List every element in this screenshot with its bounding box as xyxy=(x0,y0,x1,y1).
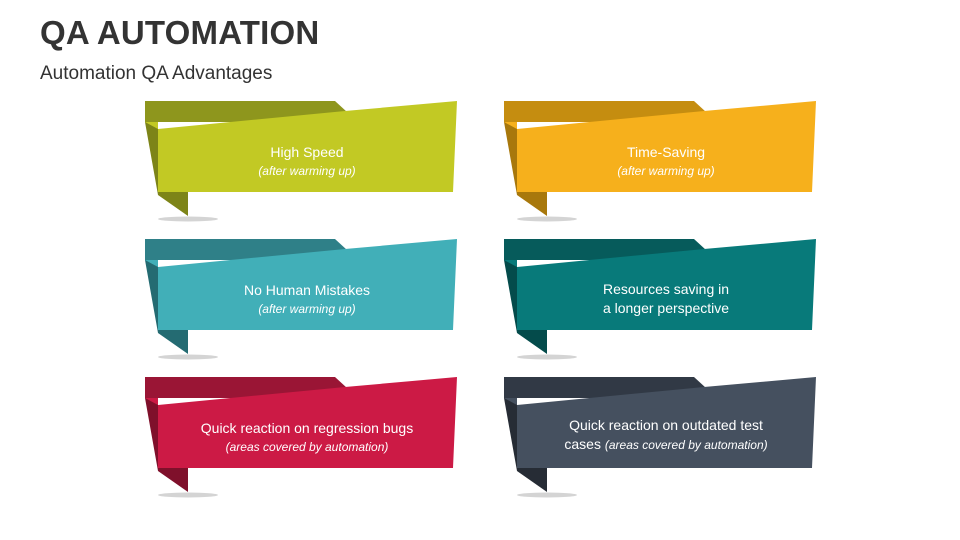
card-text: Resources saving in a longer perspective xyxy=(516,267,816,331)
card-title: High Speed xyxy=(270,143,344,160)
card-time-saving: Time-Saving (after warming up) xyxy=(504,101,834,226)
card-outdated-test-cases: Quick reaction on outdated test cases (a… xyxy=(504,377,834,502)
card-regression-bugs: Quick reaction on regression bugs (areas… xyxy=(145,377,475,502)
card-title-line2-row: cases (areas covered by automation) xyxy=(564,435,767,455)
card-high-speed: High Speed (after warming up) xyxy=(145,101,475,226)
card-note: (after warming up) xyxy=(258,163,356,178)
card-text: Quick reaction on regression bugs (areas… xyxy=(157,405,457,469)
card-text: High Speed (after warming up) xyxy=(157,129,457,193)
card-title: Quick reaction on regression bugs xyxy=(200,419,414,436)
card-note: (areas covered by automation) xyxy=(225,439,389,454)
card-resources-saving: Resources saving in a longer perspective xyxy=(504,239,834,364)
card-title: Resources saving in xyxy=(602,281,730,297)
card-note: (after warming up) xyxy=(258,301,356,316)
card-text: Quick reaction on outdated test cases (a… xyxy=(516,403,816,467)
ribbon-shape xyxy=(504,377,816,498)
card-title-line2: cases xyxy=(564,435,601,452)
card-note: (after warming up) xyxy=(617,163,715,178)
card-title: No Human Mistakes xyxy=(243,281,371,298)
card-note: (areas covered by automation) xyxy=(604,437,768,452)
page-subtitle: Automation QA Advantages xyxy=(40,63,273,84)
ribbon-shape xyxy=(145,101,457,222)
page-title: QA AUTOMATION xyxy=(40,14,320,51)
ribbon-shape xyxy=(504,239,816,360)
card-text: Time-Saving (after warming up) xyxy=(516,129,816,193)
card-no-human-mistakes: No Human Mistakes (after warming up) xyxy=(145,239,475,364)
ribbon-shape xyxy=(145,239,457,360)
card-title-line2: a longer perspective xyxy=(602,300,730,316)
ribbon-shape xyxy=(145,377,457,498)
card-title: Time-Saving xyxy=(626,143,706,160)
card-title: Quick reaction on outdated test xyxy=(569,416,763,433)
card-text: No Human Mistakes (after warming up) xyxy=(157,267,457,331)
ribbon-shape xyxy=(504,101,816,222)
